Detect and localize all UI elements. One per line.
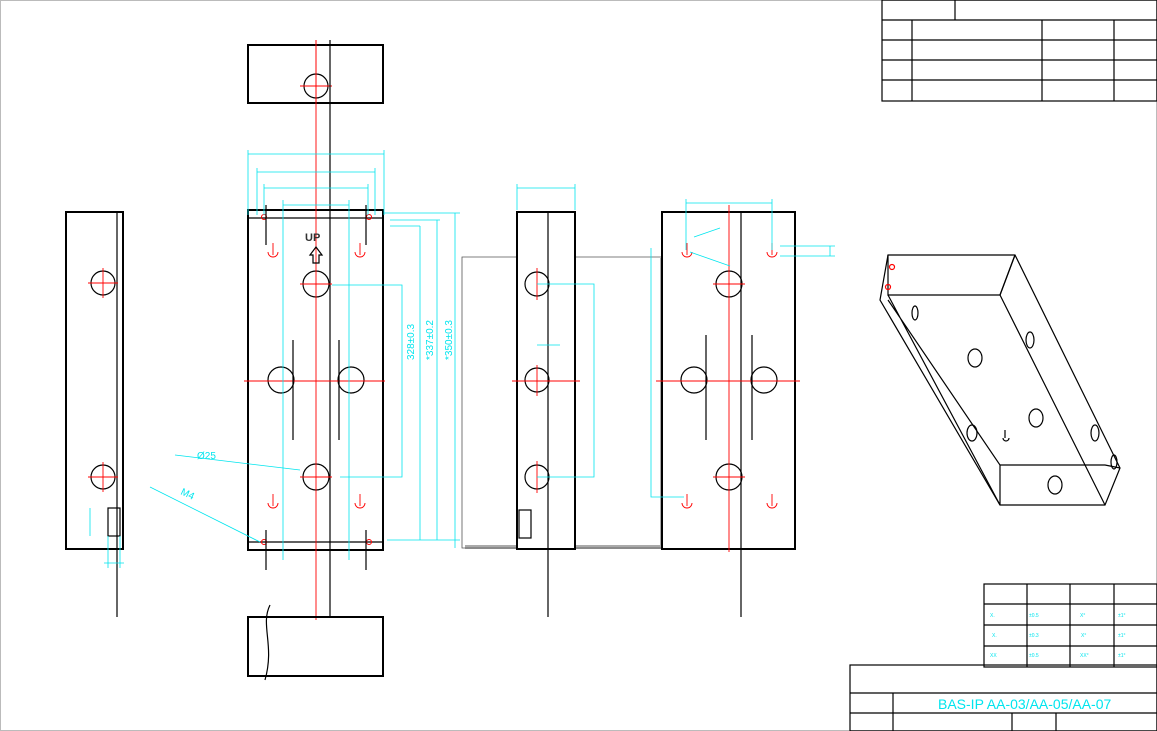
tol-cell: XX [990, 653, 997, 659]
rear-view [650, 199, 835, 617]
tol-cell: ±0.3 [1029, 633, 1039, 639]
side-view-section [461, 184, 666, 617]
drawing-title: BAS-IP AA-03/AA-05/AA-07 [938, 696, 1111, 712]
side-view-left [65, 211, 124, 617]
up-label: UP [305, 232, 320, 244]
tol-cell: ±0.5 [1029, 653, 1039, 659]
screw-label: M4 [179, 487, 197, 503]
revision-block [881, 0, 1157, 102]
tol-cell: X. [992, 633, 997, 639]
tol-cell: ±1° [1118, 633, 1126, 639]
tol-cell: X° [1081, 633, 1086, 639]
tol-cell: ±0.5 [1029, 613, 1039, 619]
hole-diameter-label: Ø25 [197, 451, 216, 462]
tol-cell: X. [990, 613, 995, 619]
dim-328: 328±0.3 [406, 323, 417, 360]
tolerance-table: X. ±0.5 X° ±1° X. ±0.3 X° ±1° XX ±0.5 XX… [983, 583, 1157, 668]
tol-cell: X° [1080, 613, 1085, 619]
bottom-view [247, 604, 384, 681]
tol-cell: ±1° [1118, 653, 1126, 659]
tol-cell: XX° [1080, 653, 1089, 659]
tol-cell: ±1° [1118, 613, 1126, 619]
dim-350: *350±0.3 [444, 320, 455, 360]
top-view [247, 40, 384, 104]
dim-337: *337±0.2 [425, 320, 436, 360]
title-block: BAS-IP AA-03/AA-05/AA-07 [849, 664, 1157, 731]
front-view: UP 328±0.3 *337±0.2 *350±0.3 Ø25 M4 [149, 40, 460, 620]
isometric-view [879, 254, 1121, 506]
